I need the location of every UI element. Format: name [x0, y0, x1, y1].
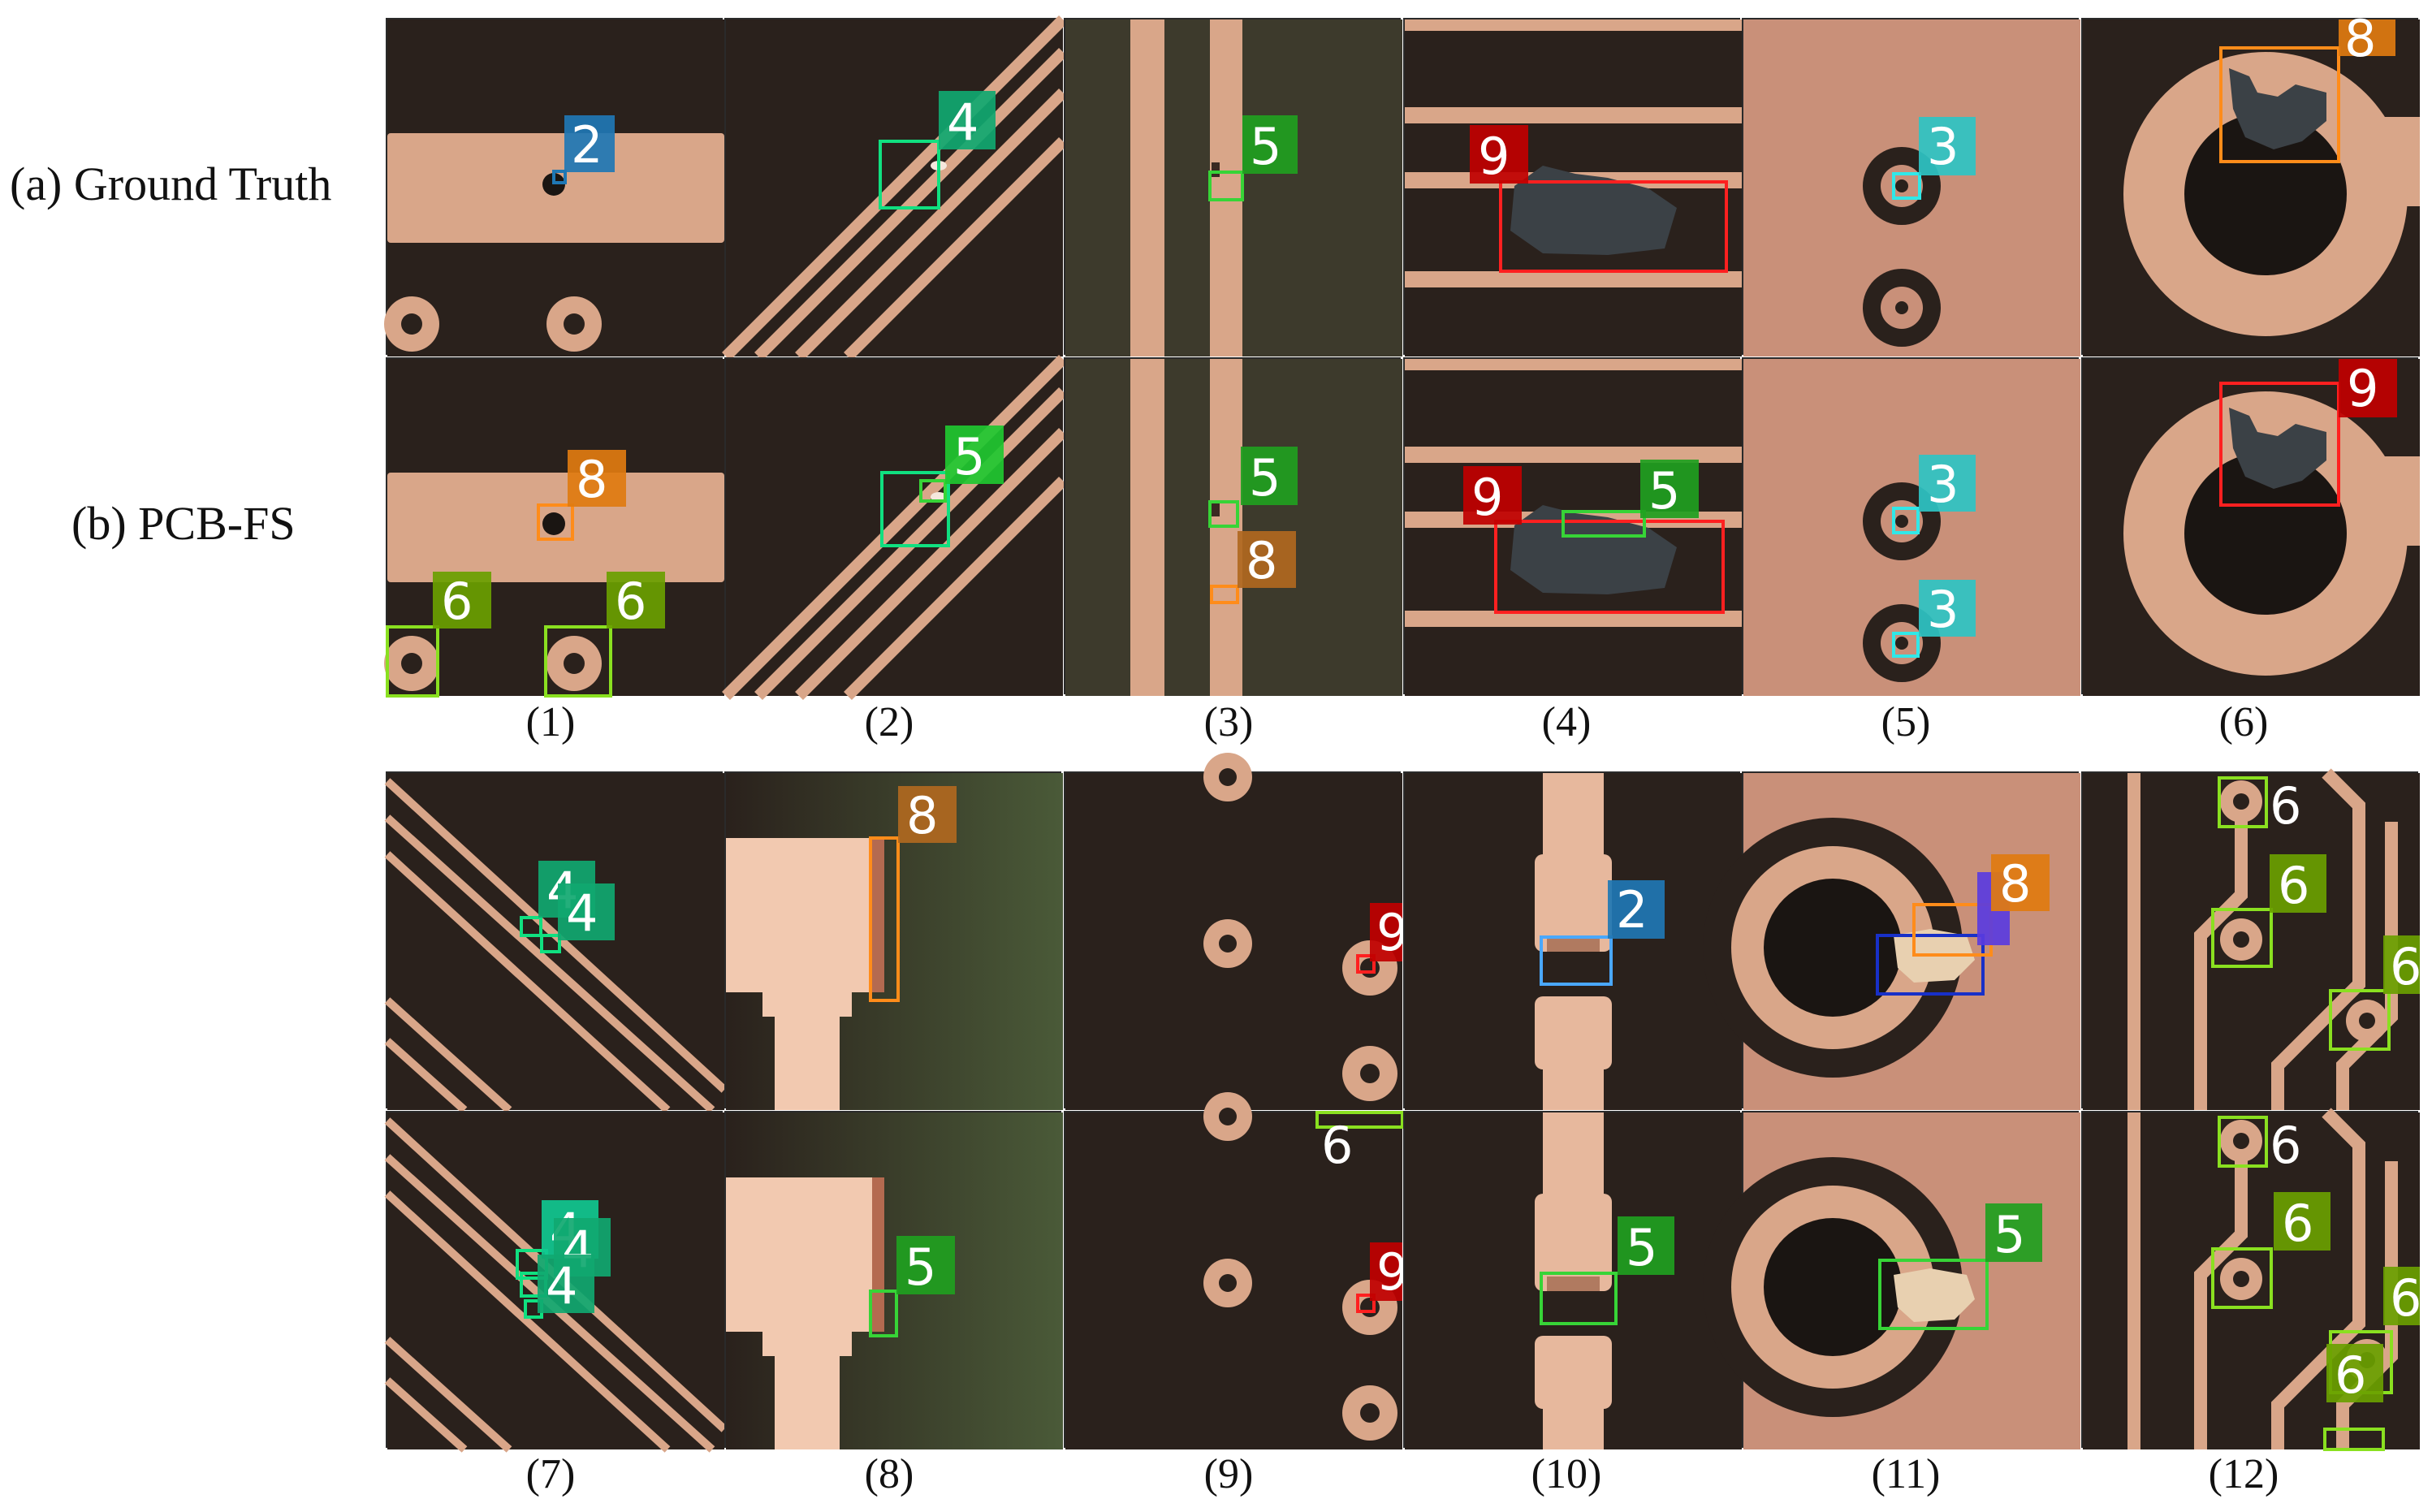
gt-12-label-0: 6 [2270, 776, 2301, 836]
pred-9-label-0: 6 [1321, 1116, 1353, 1175]
tile-9-ground-truth: 9 [1064, 753, 1408, 1110]
gt-3-label-0: 5 [1250, 117, 1281, 176]
pred-10-label-0: 5 [1626, 1218, 1657, 1277]
caption-10: (10) [1531, 1451, 1602, 1497]
gt-9-label-0: 9 [1376, 903, 1408, 962]
pred-7-label-2: 4 [546, 1256, 577, 1315]
tile-4-pcb-fs: 9 5 [1403, 357, 1742, 696]
tile-12-ground-truth: 6 6 6 [2081, 768, 2421, 1110]
caption-1: (1) [525, 699, 576, 745]
tile-10-ground-truth: 2 [1403, 771, 1742, 1110]
caption-6: (6) [2218, 699, 2269, 745]
caption-3: (3) [1203, 699, 1254, 745]
gt-10-label-0: 2 [1616, 880, 1648, 940]
pred-12-label-0: 6 [2270, 1116, 2301, 1175]
tile-11-pcb-fs: 5 [1703, 1111, 2080, 1449]
tile-7-ground-truth: 4 4 [384, 771, 728, 1113]
gt-1-label-0: 2 [571, 115, 603, 175]
tile-6-ground-truth: 8 [2081, 9, 2420, 356]
pred-3-label-1: 8 [1246, 531, 1277, 590]
pred-8-label-0: 5 [905, 1238, 936, 1297]
pred-11-label-0: 5 [1994, 1205, 2025, 1264]
row-label-pcb-fs: (b) PCB-FS [71, 497, 296, 550]
gt-6-label-0: 8 [2344, 9, 2376, 68]
tile-4-ground-truth: 9 [1403, 18, 1742, 356]
pred-3-label-0: 5 [1249, 448, 1281, 508]
pred-5-label-1: 3 [1927, 580, 1959, 639]
tile-3-ground-truth: 5 [1064, 18, 1402, 356]
tile-9-pcb-fs: 6 9 [1064, 1092, 1408, 1449]
pred-5-label-0: 3 [1927, 455, 1959, 514]
caption-12: (12) [2208, 1451, 2279, 1497]
tile-7-pcb-fs: 4 4 4 [384, 1111, 728, 1453]
tile-2-ground-truth: 4 [722, 15, 1067, 361]
pred-12-label-3: 6 [2335, 1346, 2366, 1405]
tile-1-ground-truth: 2 [384, 18, 724, 356]
tile-5-pcb-fs: 3 3 [1742, 357, 2080, 696]
row-label-ground-truth: (a) Ground Truth [10, 158, 332, 210]
caption-8: (8) [864, 1451, 914, 1497]
caption-4: (4) [1541, 699, 1592, 745]
caption-9: (9) [1203, 1451, 1254, 1497]
caption-5: (5) [1881, 699, 1931, 745]
pred-4-label-0: 9 [1471, 468, 1503, 527]
pred-1-label-0: 8 [576, 450, 607, 509]
gt-7-label-1: 4 [566, 883, 598, 943]
tile-10-pcb-fs: 5 [1403, 1111, 1742, 1449]
pred-12-label-1: 6 [2282, 1194, 2313, 1253]
tile-5-ground-truth: 3 [1742, 18, 2080, 356]
pred-6-label-0: 9 [2347, 359, 2378, 418]
tile-3-pcb-fs: 5 8 [1064, 357, 1402, 696]
tile-11-ground-truth: 8 [1703, 771, 2080, 1110]
tile-8-ground-truth: 8 [724, 771, 1063, 1110]
tile-12-pcb-fs: 6 6 6 6 [2081, 1108, 2421, 1451]
gt-11-label-0: 8 [1999, 854, 2031, 914]
pred-12-label-2: 6 [2390, 1268, 2421, 1328]
caption-2: (2) [864, 699, 914, 745]
pred-2-label-0: 5 [953, 427, 985, 486]
pred-1-label-2: 6 [615, 572, 646, 631]
tile-6-pcb-fs: 9 [2081, 357, 2420, 696]
pred-4-label-1: 5 [1648, 461, 1680, 521]
gt-4-label-0: 9 [1478, 127, 1510, 186]
gt-12-label-2: 6 [2390, 937, 2421, 996]
gt-2-label-0: 4 [947, 93, 978, 152]
gt-12-label-1: 6 [2278, 856, 2309, 915]
caption-7: (7) [525, 1451, 576, 1497]
gt-8-label-0: 8 [906, 786, 938, 845]
tile-1-pcb-fs: 8 6 6 [384, 357, 724, 698]
pred-1-label-1: 6 [441, 572, 473, 631]
pred-9-label-1: 9 [1376, 1242, 1408, 1302]
caption-11: (11) [1871, 1451, 1941, 1497]
gt-5-label-0: 3 [1927, 117, 1959, 176]
tile-8-pcb-fs: 5 [724, 1111, 1063, 1449]
tile-2-pcb-fs: 5 [722, 355, 1067, 700]
